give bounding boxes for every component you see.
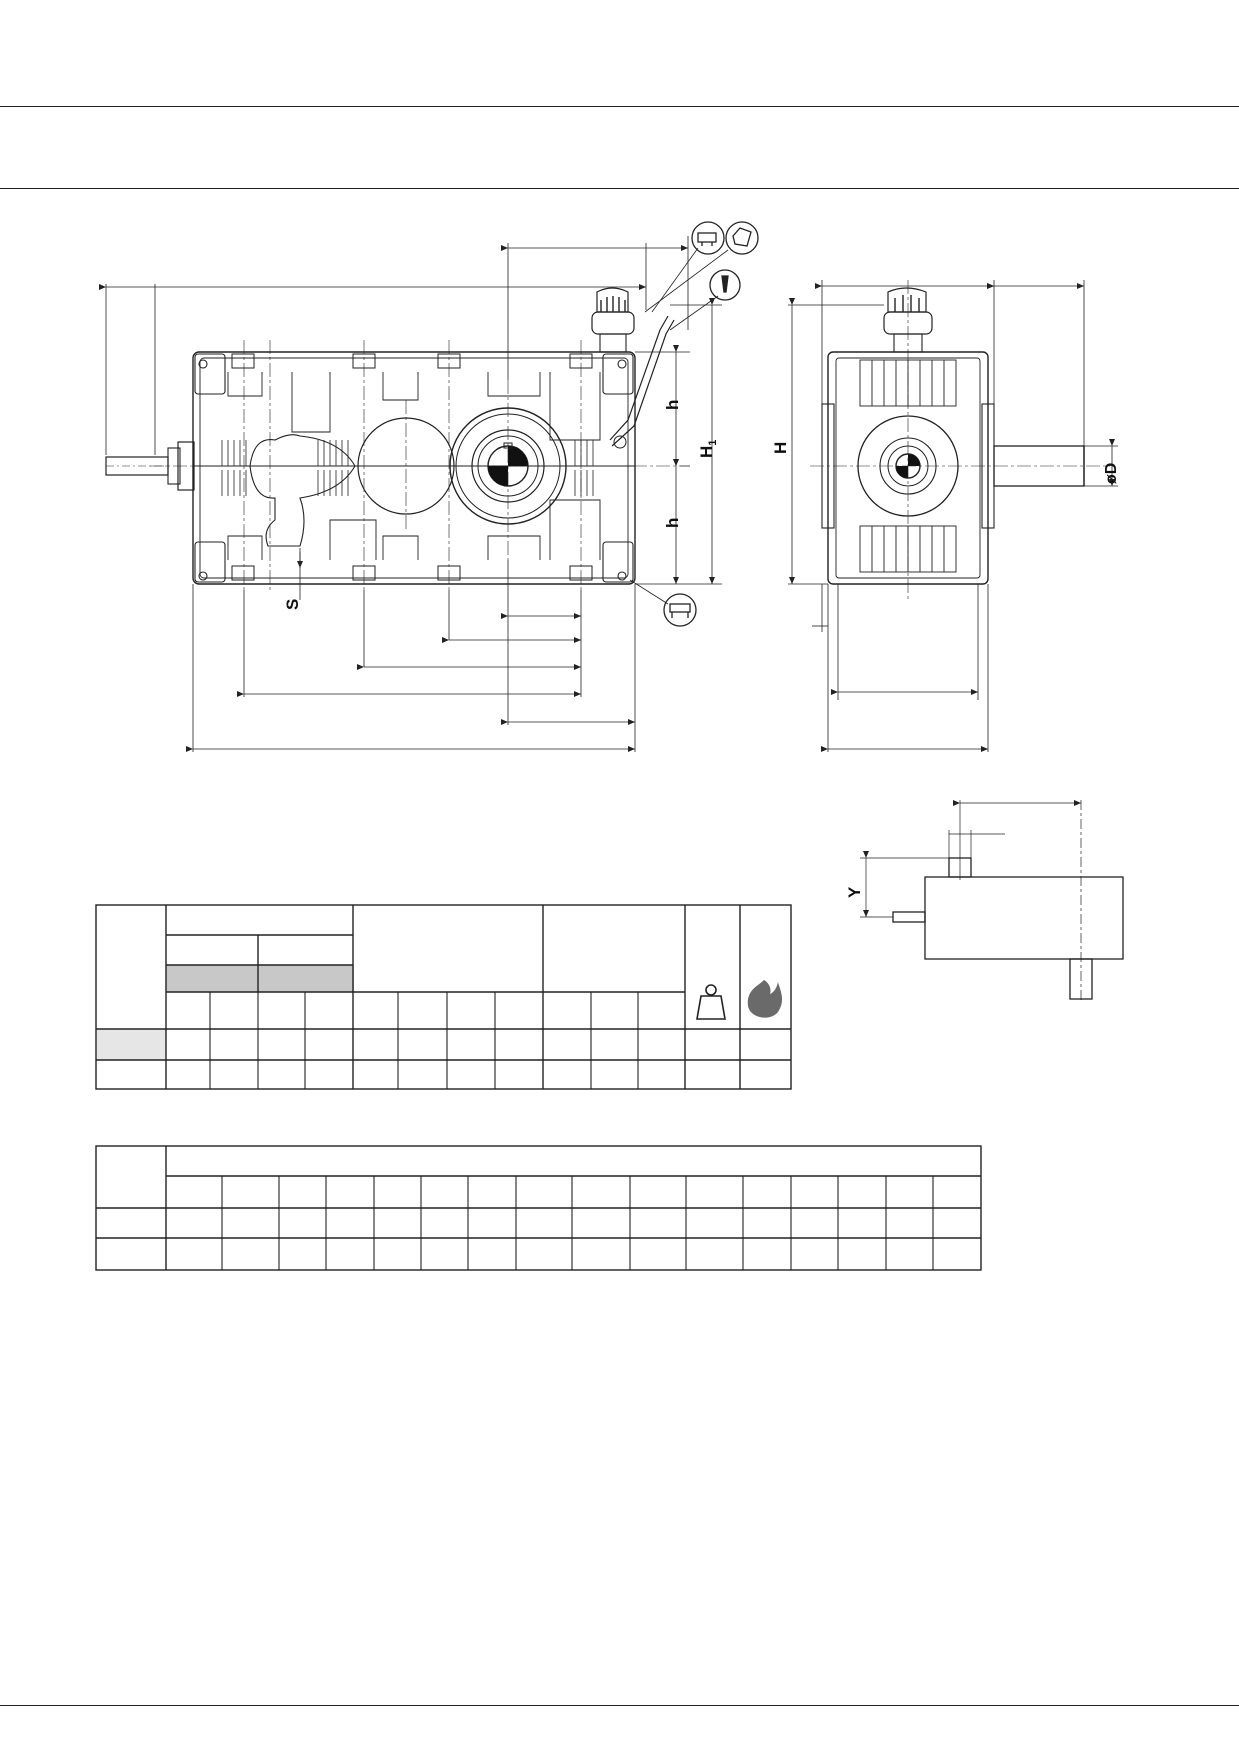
oil-drain-icon [709, 269, 741, 301]
front-view [105, 287, 680, 590]
label-h-upper: h [663, 400, 682, 410]
side-dimensions [788, 280, 1118, 752]
label-Y: Y [845, 886, 864, 898]
label-h1: H1 [697, 440, 719, 458]
footer-rule [0, 1705, 1239, 1706]
weight-icon [696, 984, 726, 1020]
oil-fill-icon [691, 221, 725, 255]
front-dimensions [99, 236, 722, 752]
top-rule [0, 106, 1239, 107]
oil-drop-icon [747, 980, 783, 1018]
oil-plug-icon [663, 593, 697, 627]
small-view [860, 800, 1124, 1000]
label-S: S [283, 599, 302, 610]
label-D: øD [1103, 463, 1120, 484]
oil-level-icon [725, 221, 759, 255]
dimension-table-1 [95, 904, 792, 1090]
label-h-lower: h [663, 518, 682, 528]
side-view [810, 280, 1110, 600]
dimension-table-2 [95, 1145, 982, 1271]
label-H: H [771, 442, 790, 454]
header-bottom-rule [0, 188, 1239, 189]
